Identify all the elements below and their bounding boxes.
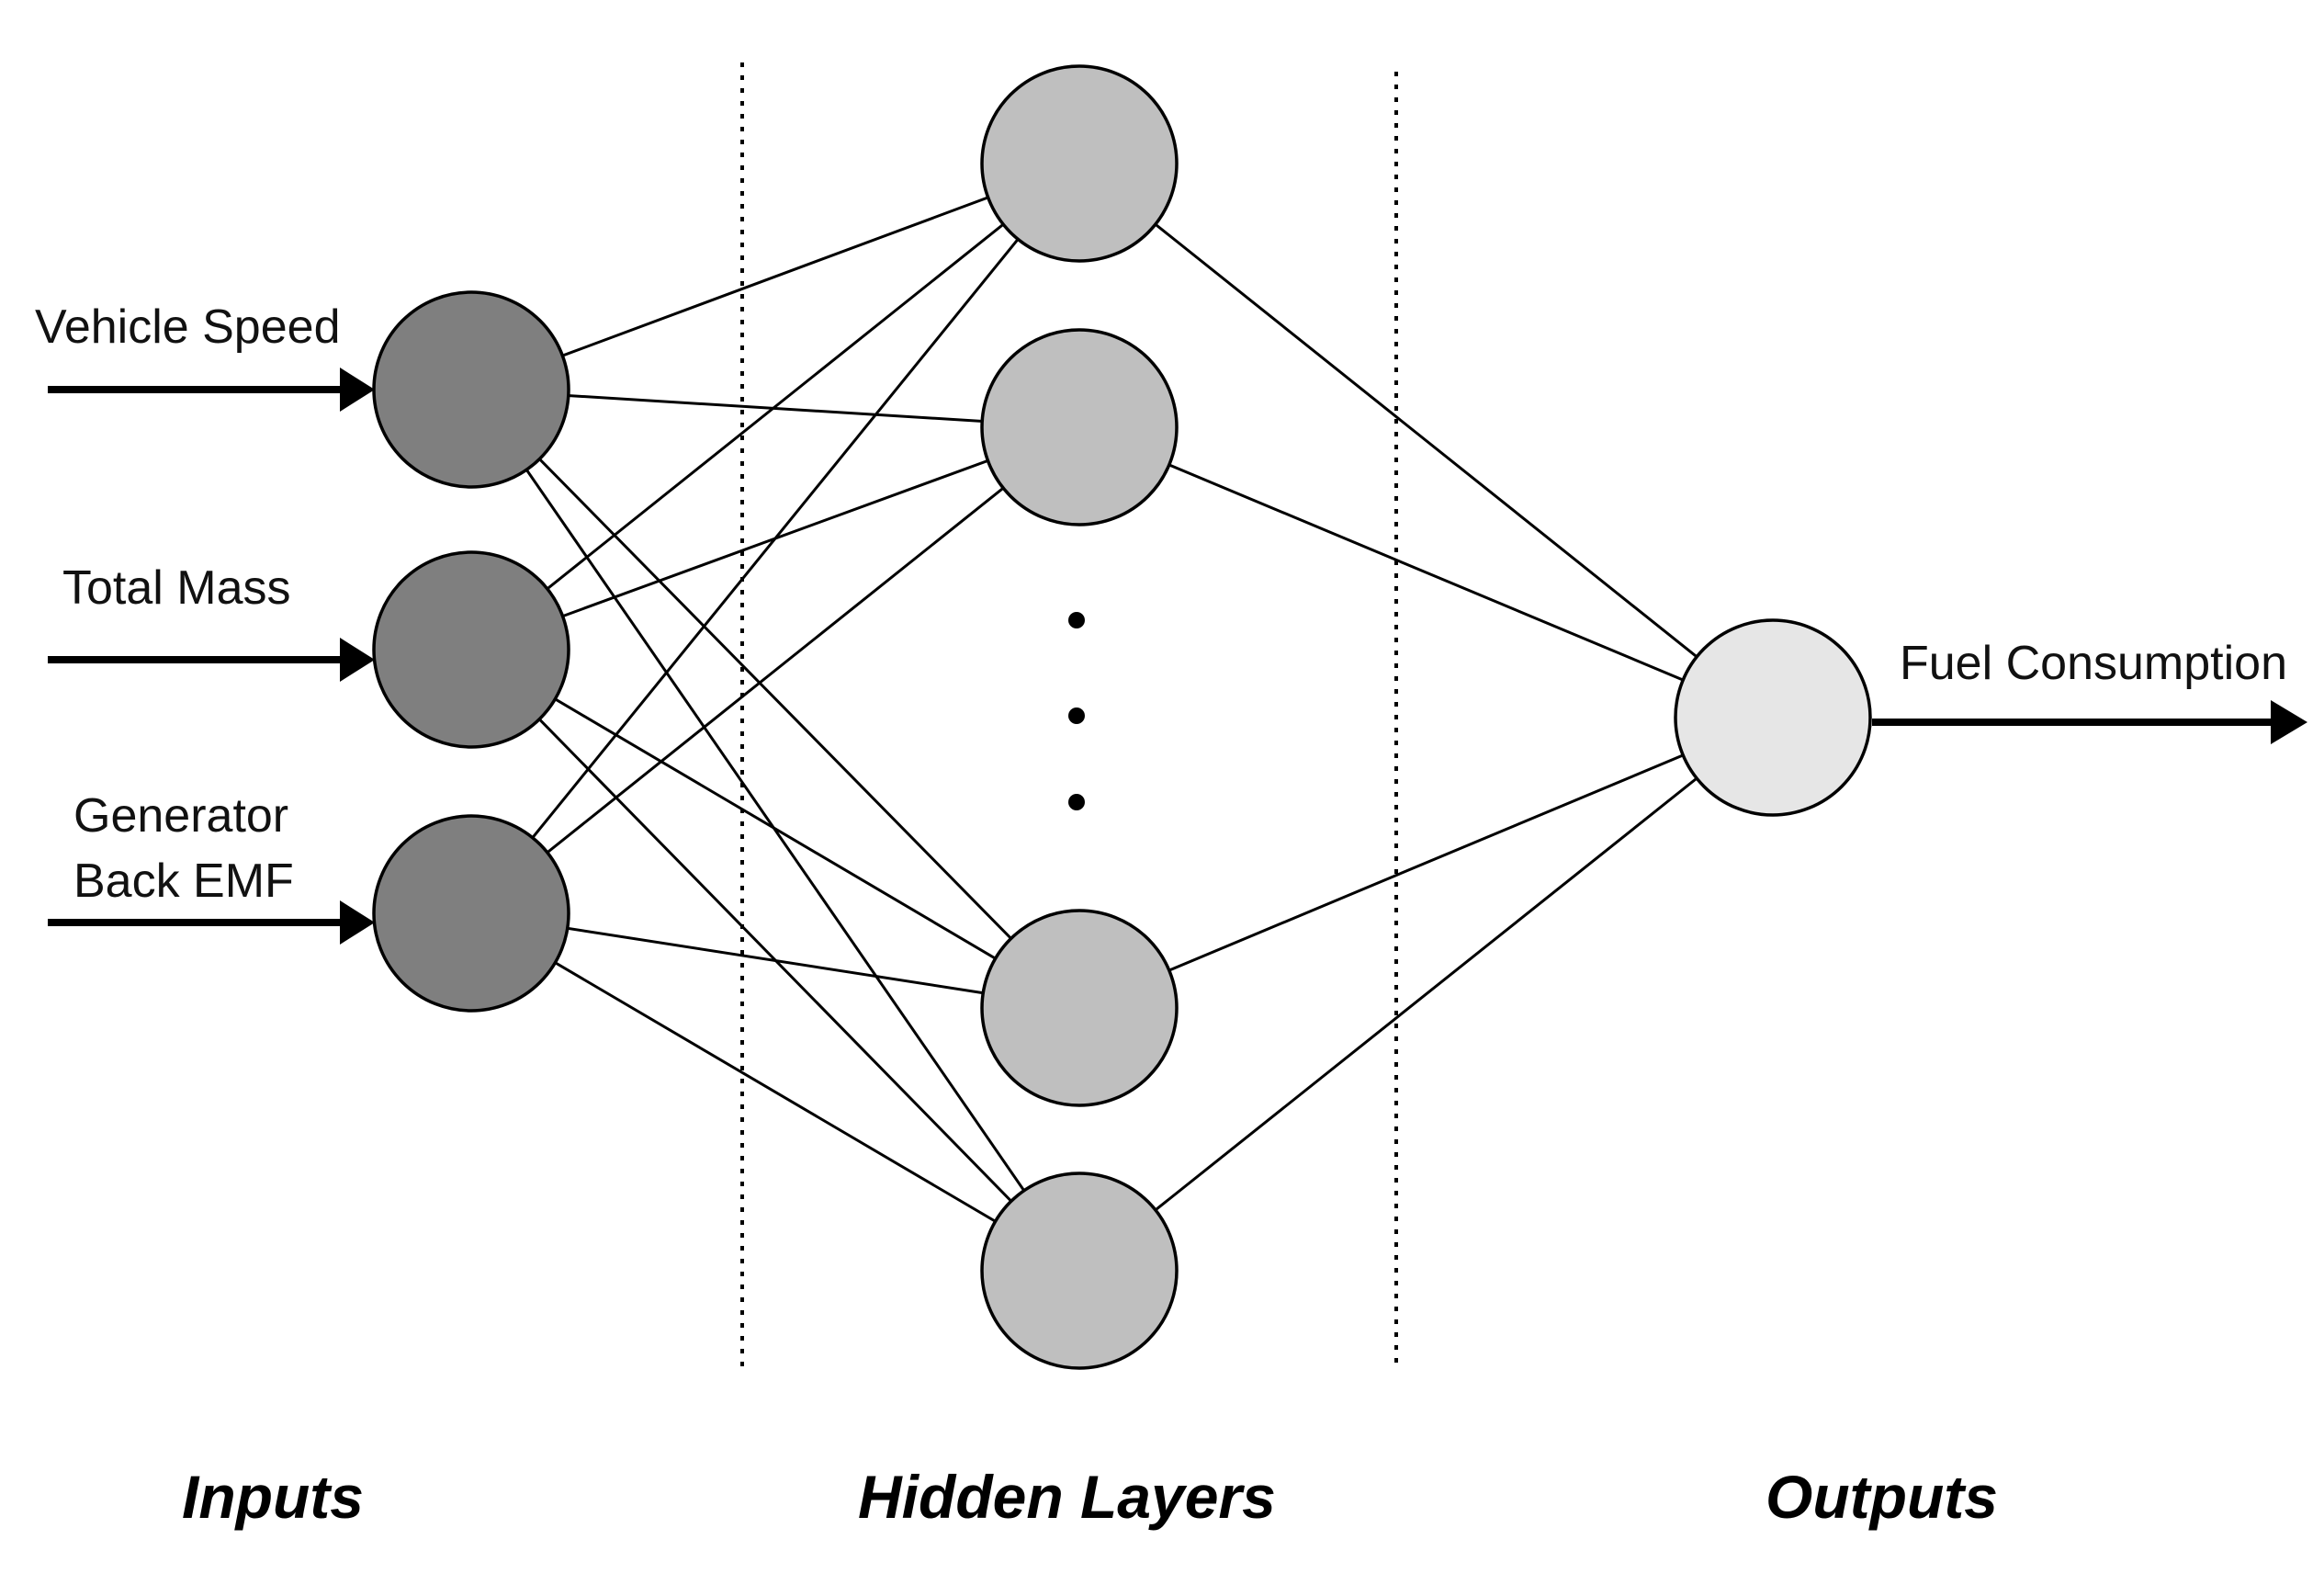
output-node-fuel-consumption xyxy=(1674,618,1872,817)
input-label-back-emf: Back EMF xyxy=(73,855,294,908)
edge-in3-h2 xyxy=(470,425,1080,915)
edge-in3-h4 xyxy=(470,911,1080,1273)
edge-h4-out xyxy=(1078,716,1774,1273)
hidden-node-1 xyxy=(980,64,1179,263)
edge-h3-out xyxy=(1078,716,1774,1010)
ellipsis-dots xyxy=(1068,612,1085,810)
edge-in1-h3 xyxy=(469,388,1081,1010)
edge-in2-h1 xyxy=(470,162,1080,651)
input-arrowhead-3 xyxy=(340,900,375,945)
edge-h1-out xyxy=(1078,162,1774,719)
connections xyxy=(469,162,1774,1273)
section-label-inputs: Inputs xyxy=(182,1463,364,1531)
output-arrowhead xyxy=(2271,700,2307,744)
input-node-vehicle-speed xyxy=(372,290,570,489)
edge-in2-h3 xyxy=(470,648,1080,1010)
section-label-hidden-layers: Hidden Layers xyxy=(858,1463,1276,1531)
input-arrowhead-1 xyxy=(340,368,375,412)
input-node-total-mass xyxy=(372,550,570,749)
edge-h2-out xyxy=(1078,425,1774,719)
edge-in1-h1 xyxy=(470,162,1080,391)
ellipsis-dot xyxy=(1068,707,1085,724)
ellipsis-dot xyxy=(1068,794,1085,810)
input-node-generator-back-emf xyxy=(372,814,570,1013)
edge-in3-h1 xyxy=(469,163,1081,914)
hidden-node-3 xyxy=(980,909,1179,1107)
section-label-outputs: Outputs xyxy=(1766,1463,1998,1531)
input-arrows xyxy=(48,368,375,945)
input-label-vehicle-speed: Vehicle Speed xyxy=(35,300,341,354)
edge-in3-h3 xyxy=(470,911,1080,1010)
edge-in1-h2 xyxy=(470,388,1080,429)
ellipsis-dot xyxy=(1068,612,1085,628)
input-label-generator: Generator xyxy=(73,789,289,843)
input-label-total-mass: Total Mass xyxy=(62,561,291,615)
output-label-fuel-consumption: Fuel Consumption xyxy=(1900,637,2287,690)
input-arrowhead-2 xyxy=(340,638,375,682)
hidden-node-4 xyxy=(980,1172,1179,1370)
hidden-node-2 xyxy=(980,328,1179,526)
